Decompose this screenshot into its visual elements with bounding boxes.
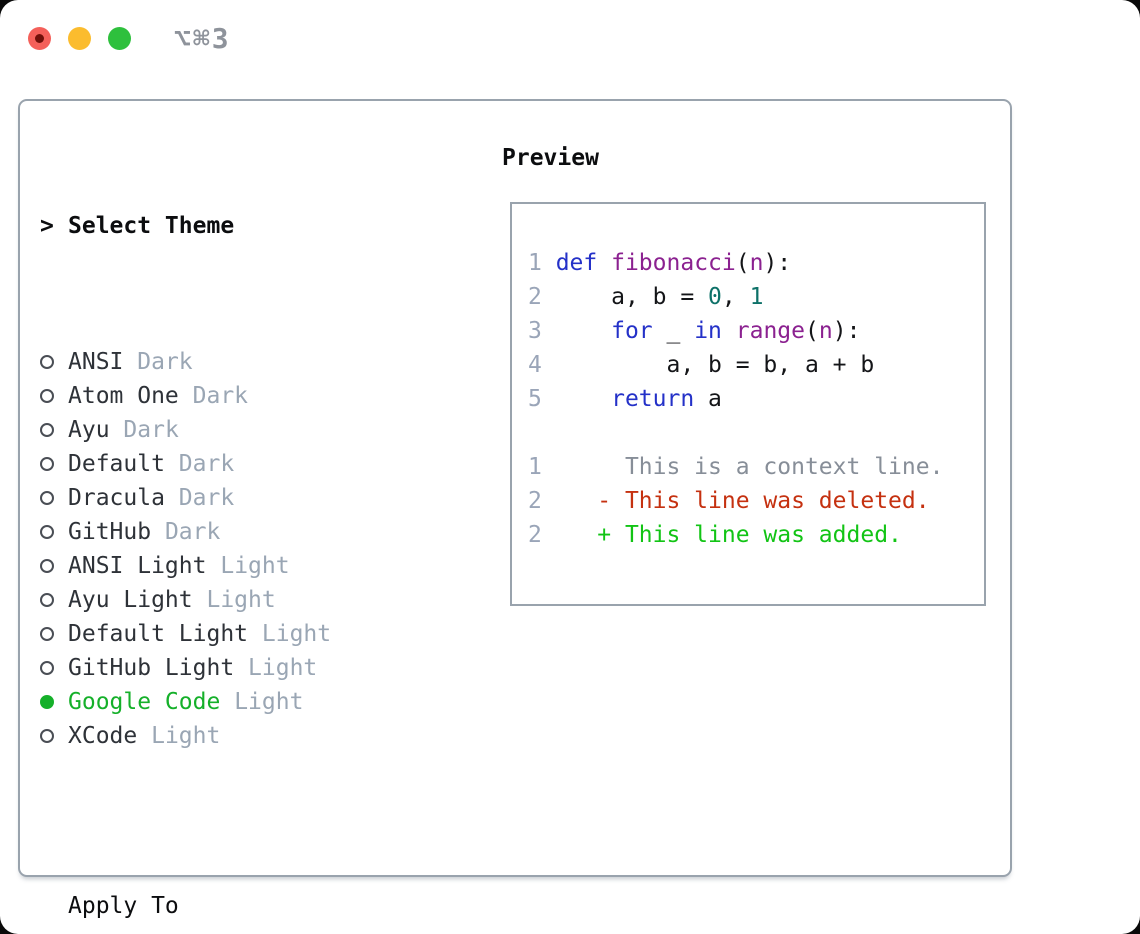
theme-variant: Dark (192, 383, 249, 409)
theme-variant: Light (151, 723, 221, 749)
theme-item-atom-one[interactable]: Atom One Dark (40, 379, 428, 413)
select-theme-header-label: Select Theme (68, 213, 235, 239)
radio-icon (40, 379, 68, 413)
diff-text: + This line was added. (555, 522, 902, 548)
theme-item-ansi-light[interactable]: ANSI Light Light (40, 549, 428, 583)
theme-name: Atom One (68, 383, 179, 409)
theme-name: Google Code (68, 689, 221, 715)
code-line: 5 return a (528, 386, 722, 412)
radio-icon (40, 617, 68, 651)
theme-variant: Dark (164, 519, 221, 545)
theme-name: Default (68, 451, 165, 477)
code-line: 3 for _ in range(n): (528, 318, 861, 344)
preview-code: 1 def fibonacci(n): 2 a, b = 0, 1 3 for _ … (512, 204, 984, 552)
minimize-button[interactable] (68, 26, 91, 50)
focus-caret-icon: > (40, 213, 54, 239)
radio-icon (40, 583, 68, 617)
theme-name: XCode (68, 723, 138, 749)
code-line: 2 a, b = 0, 1 (528, 284, 764, 310)
radio-icon (40, 447, 68, 481)
theme-item-google-code[interactable]: Google Code Light (40, 685, 428, 719)
theme-item-ayu[interactable]: Ayu Dark (40, 413, 428, 447)
theme-item-ayu-light[interactable]: Ayu Light Light (40, 583, 428, 617)
line-number: 2 (528, 284, 556, 310)
theme-name: GitHub (68, 519, 152, 545)
line-number: 1 (528, 454, 556, 480)
diff-line-add: 2 + This line was added. (528, 518, 984, 552)
theme-variant: Light (220, 553, 290, 579)
window-titlebar: ⌥⌘3 (28, 22, 231, 55)
radio-icon (40, 719, 68, 753)
blank-line (528, 416, 984, 450)
line-number: 2 (528, 522, 556, 548)
diff-text: This is a context line. (555, 454, 944, 480)
radio-icon (40, 549, 68, 583)
theme-variant: Dark (123, 417, 179, 443)
theme-variant: Light (248, 655, 318, 681)
diff-text: - This line was deleted. (555, 488, 930, 514)
close-dot-icon (35, 33, 44, 43)
theme-item-github[interactable]: GitHub Dark (40, 515, 428, 549)
theme-variant: Dark (137, 349, 193, 375)
theme-name: Dracula (68, 485, 165, 511)
radio-icon (40, 515, 68, 549)
theme-name: ANSI Light (68, 553, 207, 579)
line-number: 5 (528, 386, 556, 412)
theme-variant: Light (206, 587, 276, 613)
line-number: 3 (528, 318, 556, 344)
theme-name: Ayu Light (68, 587, 193, 613)
radio-icon (40, 413, 68, 447)
theme-item-default-light[interactable]: Default Light Light (40, 617, 428, 651)
theme-variant: Light (261, 621, 332, 647)
code-line: 1 def fibonacci(n): (528, 250, 792, 276)
radio-selected-icon (40, 685, 68, 719)
radio-icon (40, 651, 68, 685)
theme-item-github-light[interactable]: GitHub Light Light (40, 651, 428, 685)
preview-header: Preview (502, 145, 599, 171)
code-line: 4 a, b = b, a + b (528, 352, 875, 378)
apply-to-header: Apply To (68, 893, 179, 919)
theme-item-ansi[interactable]: ANSI Dark (40, 345, 428, 379)
theme-name: Default Light (68, 621, 249, 647)
close-button[interactable] (28, 26, 51, 50)
line-number: 2 (528, 488, 556, 514)
window-shortcut-label: ⌥⌘3 (174, 21, 231, 55)
radio-icon (40, 481, 68, 515)
theme-name: Ayu (68, 417, 110, 443)
diff-line-del: 2 - This line was deleted. (528, 484, 984, 518)
diff-line-ctx: 1 This is a context line. (528, 450, 984, 484)
radio-icon (40, 345, 68, 379)
line-number: 4 (528, 352, 556, 378)
select-theme-header: > Select Theme (40, 209, 428, 243)
line-number: 1 (528, 250, 556, 276)
theme-variant: Dark (178, 451, 235, 477)
preview-pane: 1 def fibonacci(n): 2 a, b = 0, 1 3 for _ … (510, 202, 986, 606)
theme-variant: Light (234, 689, 304, 715)
theme-variant: Dark (178, 485, 235, 511)
theme-item-dracula[interactable]: Dracula Dark (40, 481, 428, 515)
theme-item-xcode[interactable]: XCode Light (40, 719, 428, 753)
theme-name: GitHub Light (68, 655, 235, 681)
maximize-button[interactable] (108, 26, 131, 50)
theme-name: ANSI (68, 349, 124, 375)
theme-item-default[interactable]: Default Dark (40, 447, 428, 481)
